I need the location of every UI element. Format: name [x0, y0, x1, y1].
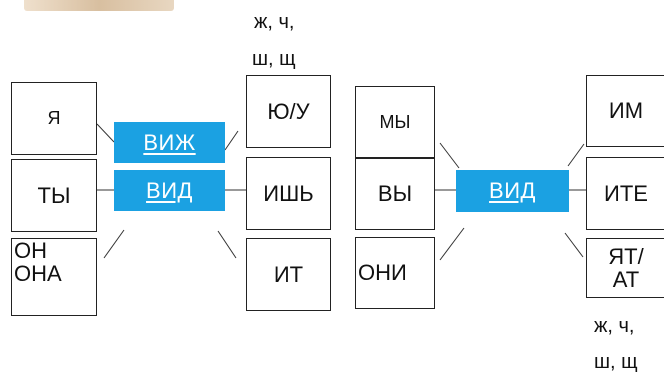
ending-yu-u-label: Ю/У: [267, 98, 310, 124]
ending-ish-label: ИШЬ: [263, 180, 314, 206]
pronoun-oni-label: ОНИ: [358, 260, 407, 286]
connector-stem-yat: [564, 232, 584, 258]
connector-stem-it: [217, 230, 237, 259]
pronoun-vy-box: ВЫ: [355, 158, 435, 230]
stem-vizh-box: ВИЖ: [114, 122, 225, 163]
pronoun-on-ona-box: ОН ОНА: [11, 238, 97, 316]
ending-it-label: ИТ: [273, 261, 304, 287]
ending-yu-u-box: Ю/У: [246, 75, 331, 148]
pronoun-vy-label: ВЫ: [377, 181, 413, 207]
ending-it-box: ИТ: [246, 238, 331, 311]
connector-ya-stem: [96, 123, 115, 143]
stem-vizh-label: ВИЖ: [143, 129, 196, 155]
pronoun-my-label: МЫ: [379, 111, 411, 132]
stem-vid-left-label: ВИД: [146, 177, 193, 203]
pronoun-ona-label: ОНА: [14, 261, 62, 287]
pronoun-oni-box: ОНИ: [355, 237, 435, 309]
note-right-line2: ш, щ: [594, 351, 638, 373]
ending-at-label: АТ: [612, 267, 640, 292]
ending-im-label: ИМ: [608, 98, 644, 124]
connector-stem-im: [567, 143, 585, 167]
pronoun-ty-label: ТЫ: [37, 182, 71, 208]
ending-yat-at-box: ЯТ/ АТ: [586, 238, 664, 298]
connector-stem-yu: [224, 130, 239, 151]
note-left-line2: ш, щ: [252, 48, 296, 70]
ending-im-box: ИМ: [586, 75, 664, 147]
ending-ite-box: ИТЕ: [586, 157, 664, 230]
connector-my-stem: [439, 142, 460, 169]
note-left-line1: ж, ч,: [254, 11, 295, 33]
stem-vid-right-box: ВИД: [456, 170, 569, 212]
ending-ite-label: ИТЕ: [604, 180, 648, 206]
ending-yat-label: ЯТ/: [608, 243, 644, 269]
pronoun-on-label: ОН: [14, 238, 47, 263]
note-right-line1: ж, ч,: [594, 315, 635, 337]
pronoun-ty-box: ТЫ: [11, 159, 97, 232]
connector-on-stem: [103, 229, 125, 259]
stem-vid-left-box: ВИД: [114, 170, 225, 211]
photo-fragment: [24, 0, 174, 11]
pronoun-ya-box: Я: [11, 82, 97, 155]
connector-oni-stem: [439, 227, 465, 261]
ending-ish-box: ИШЬ: [246, 157, 331, 230]
stem-vid-right-label: ВИД: [489, 178, 536, 203]
pronoun-my-box: МЫ: [355, 86, 435, 158]
pronoun-ya-label: Я: [47, 108, 61, 129]
